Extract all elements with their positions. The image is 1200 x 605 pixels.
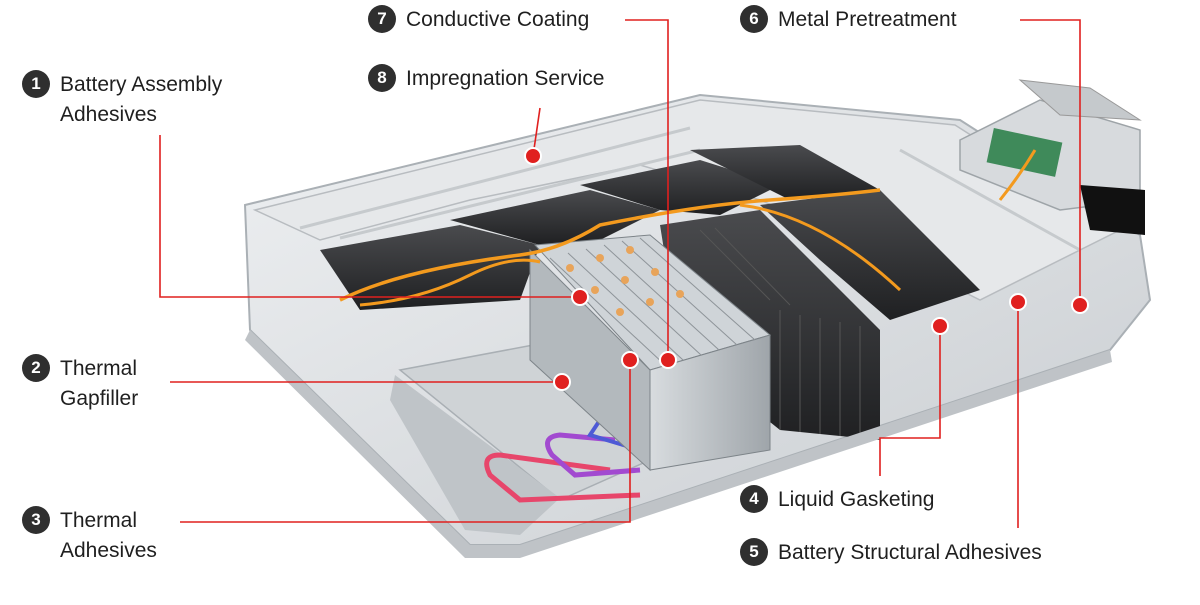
callout-dot-3 [621,351,639,369]
callout-label: Battery Assembly Adhesives [60,73,223,126]
callout-7: 7 Conductive Coating [368,5,628,35]
callout-dot-1 [571,288,589,306]
callout-dot-5 [1009,293,1027,311]
callout-label: Liquid Gasketing [778,488,935,511]
callout-dot-7 [659,351,677,369]
cell-module [660,210,880,440]
callout-3: 3 Thermal Adhesives [22,506,172,566]
cell-module [580,160,780,215]
callout-label: Battery Structural Adhesives [778,541,1042,564]
wiring-harness [339,188,881,302]
callout-label: Thermal Adhesives [60,509,157,562]
callout-4: 4 Liquid Gasketing [740,485,1000,515]
callout-number: 7 [368,5,396,33]
cell-module [760,190,980,320]
callout-label: Thermal Gapfiller [60,357,139,410]
callout-dot-4 [931,317,949,335]
callout-number: 2 [22,354,50,382]
callout-8: 8 Impregnation Service [368,64,668,94]
callout-number: 6 [740,5,768,33]
callout-number: 3 [22,506,50,534]
callout-5: 5 Battery Structural Adhesives [740,538,1120,568]
callout-2: 2 Thermal Gapfiller [22,354,172,414]
cell-module [320,225,540,310]
callout-number: 4 [740,485,768,513]
callout-dot-8 [524,147,542,165]
callout-dot-6 [1071,296,1089,314]
callout-number: 5 [740,538,768,566]
callout-dot-2 [553,373,571,391]
callout-number: 8 [368,64,396,92]
callout-number: 1 [22,70,50,98]
callout-label: Metal Pretreatment [778,8,957,31]
callout-label: Impregnation Service [406,67,605,90]
callout-6: 6 Metal Pretreatment [740,5,1040,35]
callout-label: Conductive Coating [406,8,590,31]
cell-module [690,145,880,200]
cell-module [450,190,660,245]
callout-1: 1 Battery Assembly Adhesives [22,70,262,130]
leader-lines [159,19,1081,528]
